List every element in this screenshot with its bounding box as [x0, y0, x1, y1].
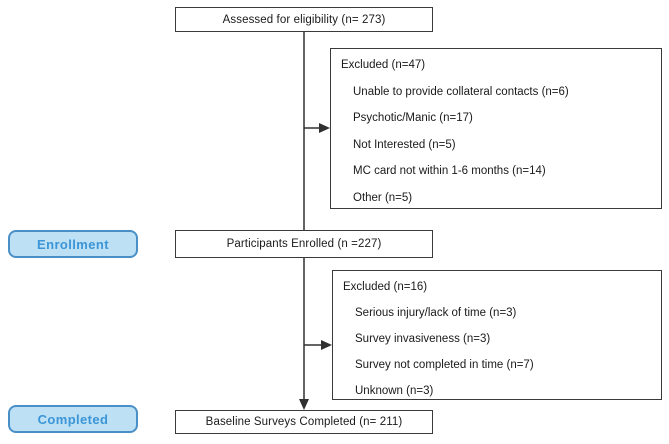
assessed-eligibility-box: Assessed for eligibility (n= 273)	[175, 7, 433, 32]
participants-enrolled-box: Participants Enrolled (n =227)	[175, 230, 433, 258]
participants-enrolled-text: Participants Enrolled (n =227)	[226, 238, 382, 250]
enrollment-stage-text: Enrollment	[37, 236, 109, 252]
excluded2-item: Survey not completed in time (n=7)	[355, 359, 534, 371]
excluded2-header: Excluded (n=16)	[343, 281, 428, 293]
excluded2-item: Unknown (n=3)	[355, 385, 434, 397]
baseline-surveys-completed-box: Baseline Surveys Completed (n= 211)	[175, 410, 433, 434]
excluded1-item: Not Interested (n=5)	[353, 138, 456, 151]
excluded1-item: Unable to provide collateral contacts (n…	[353, 85, 569, 98]
baseline-surveys-completed-text: Baseline Surveys Completed (n= 211)	[205, 416, 403, 428]
assessed-eligibility-text: Assessed for eligibility (n= 273)	[222, 13, 386, 26]
excluded1-header: Excluded (n=47)	[341, 59, 426, 71]
completed-stage-label: Completed	[8, 405, 138, 433]
excluded-post-enrollment-box: Excluded (n=16) Serious injury/lack of t…	[332, 270, 662, 400]
excluded-pre-enrollment-box: Excluded (n=47) Unable to provide collat…	[330, 48, 662, 209]
excluded1-item: Other (n=5)	[353, 191, 413, 204]
completed-stage-text: Completed	[37, 411, 109, 427]
excluded2-item: Survey invasiveness (n=3)	[355, 333, 491, 345]
excluded1-item: MC card not within 1-6 months (n=14)	[353, 165, 546, 177]
enrollment-stage-label: Enrollment	[8, 230, 138, 258]
excluded1-item: Psychotic/Manic (n=17)	[353, 112, 473, 124]
excluded2-item: Serious injury/lack of time (n=3)	[355, 307, 517, 319]
